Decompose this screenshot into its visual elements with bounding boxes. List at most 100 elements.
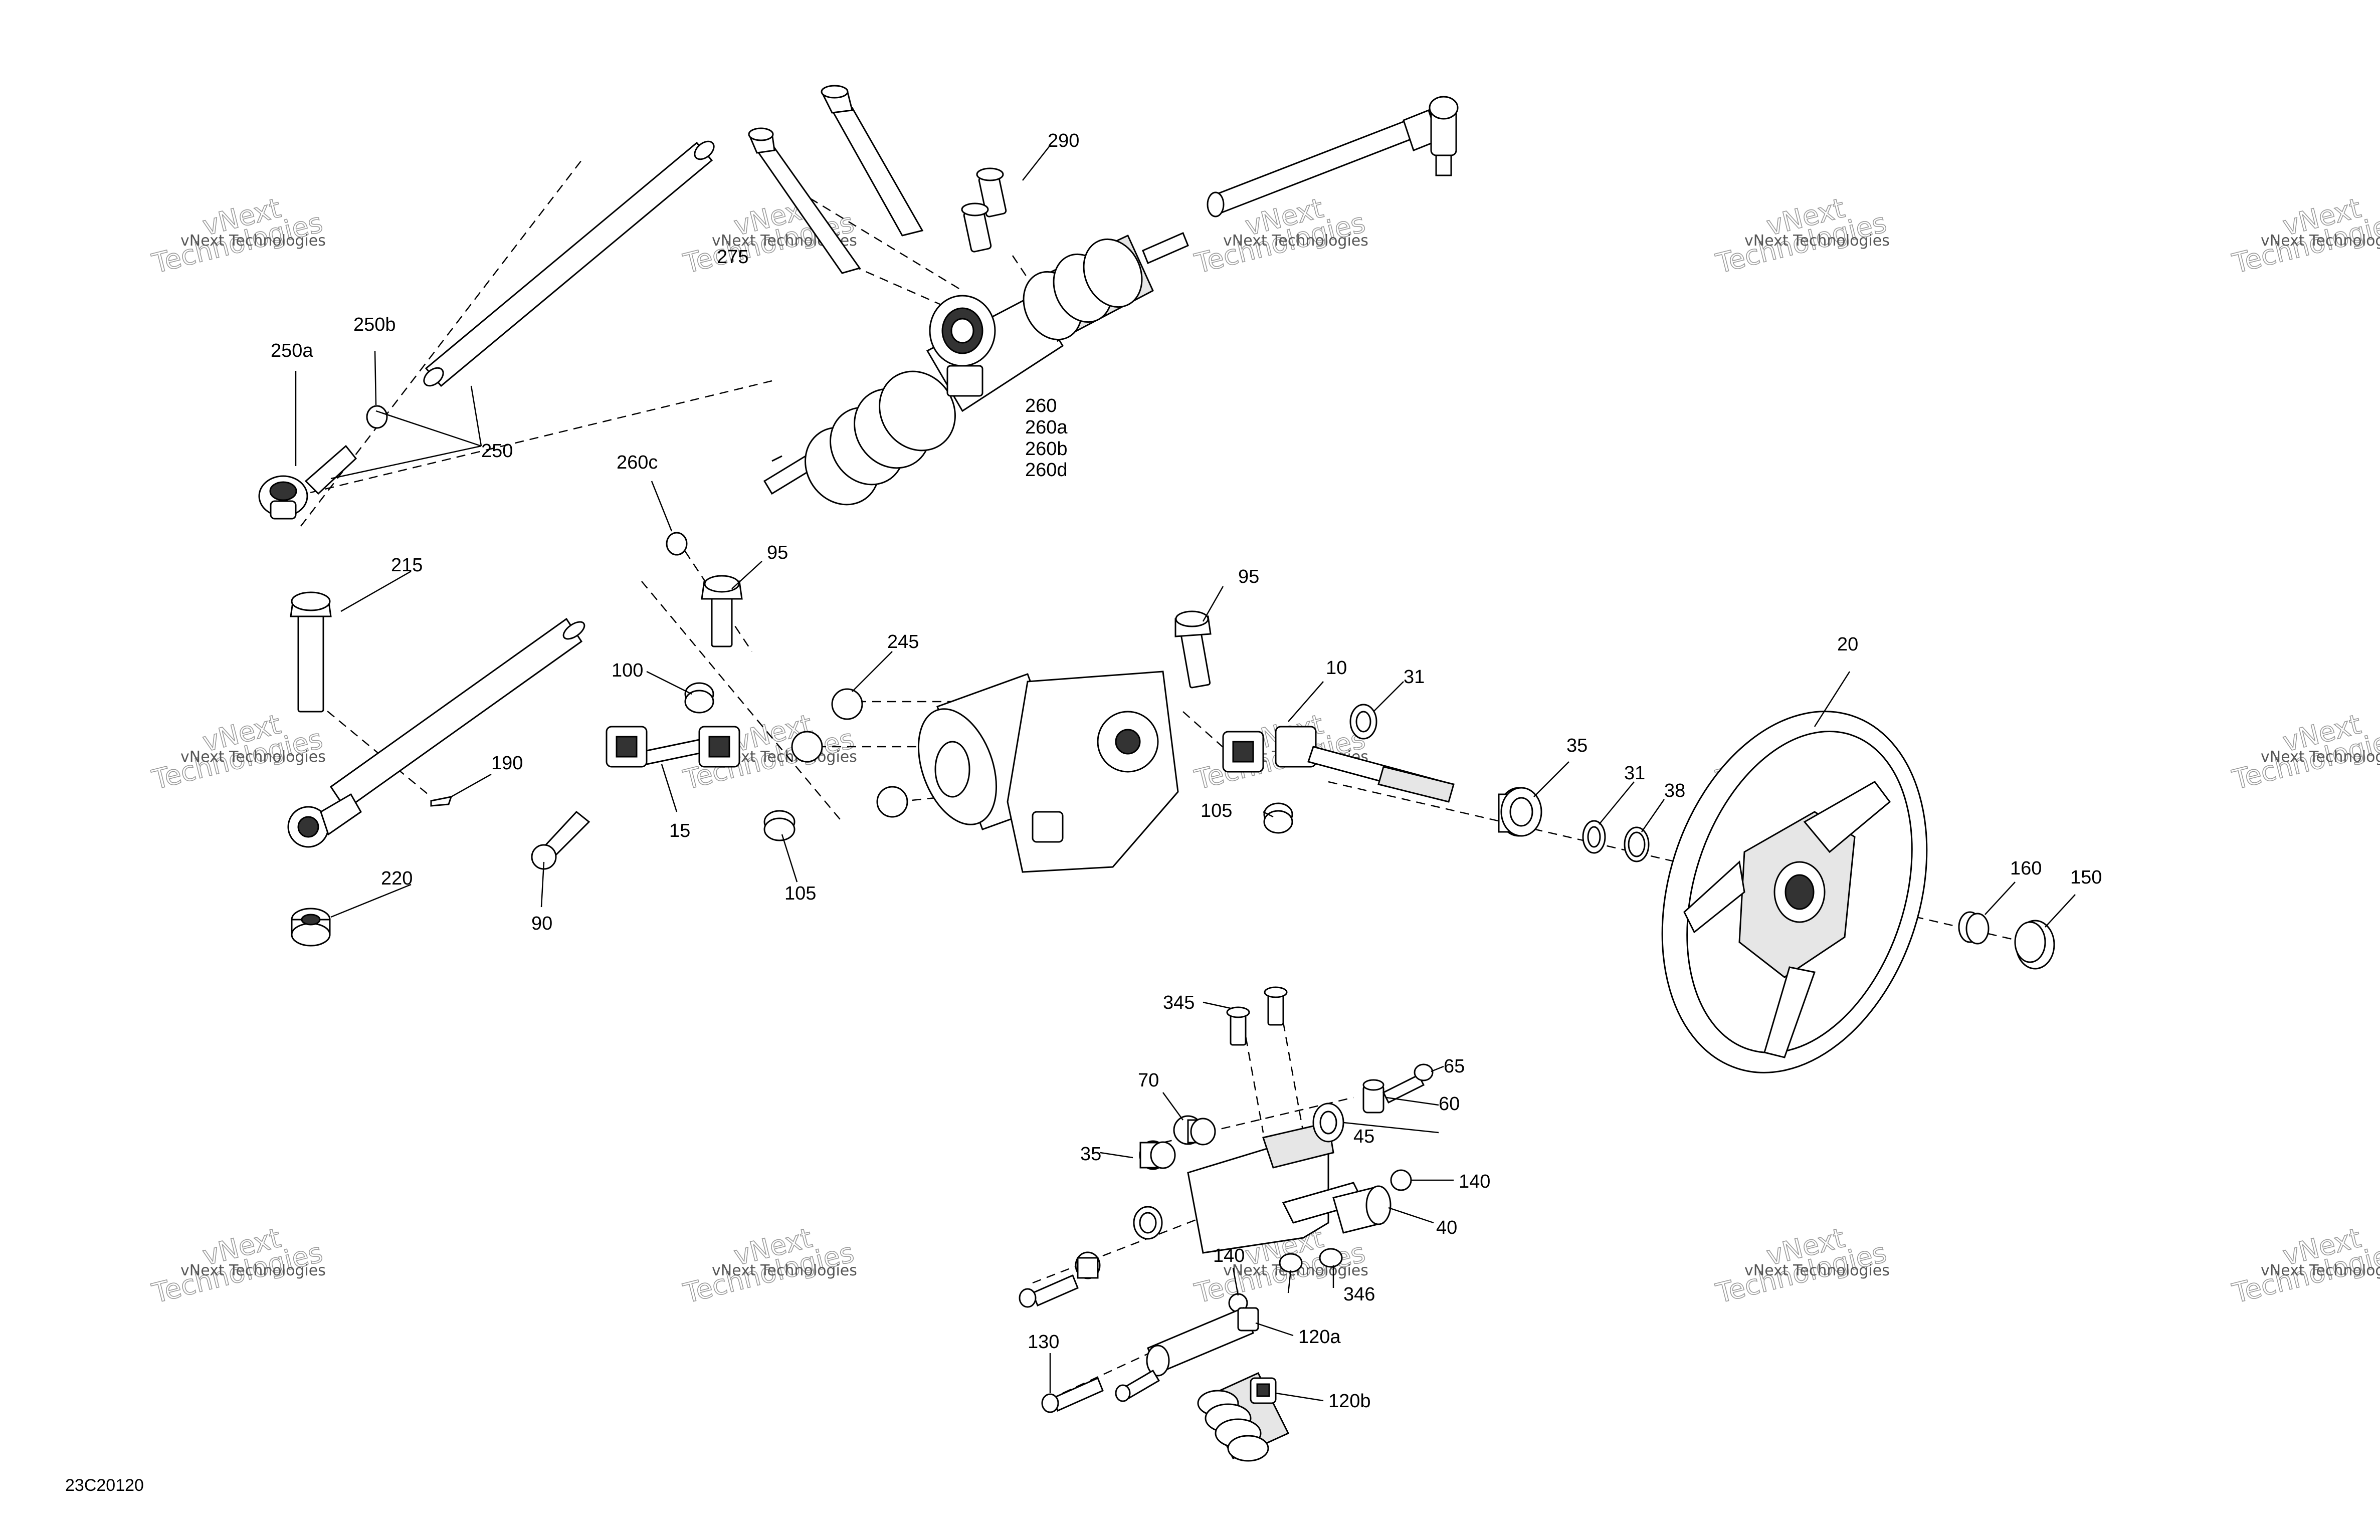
callout-130: 130 <box>1028 1332 1059 1353</box>
callout-260b: 260b <box>1025 438 1068 460</box>
bolt-65 <box>1382 1063 1434 1104</box>
bushing-70 <box>1173 1115 1216 1146</box>
lower-tube <box>329 617 585 811</box>
callout-190: 190 <box>491 753 523 774</box>
callout-345: 345 <box>1163 992 1195 1013</box>
rack-bolts-290 <box>961 167 1007 253</box>
callout-20: 20 <box>1837 634 1858 655</box>
long-bolt-215 <box>290 591 332 713</box>
watermark-text: vNext Technologies <box>712 1262 857 1279</box>
callout-250: 250 <box>481 441 513 462</box>
bearing-35-upper <box>1498 787 1542 837</box>
rack-bolt-long <box>821 85 924 237</box>
rack-boot-right <box>1023 234 1154 342</box>
callout-260c: 260c <box>617 452 658 473</box>
bushing-45 <box>1312 1103 1344 1143</box>
callout-120a: 120a <box>1298 1327 1341 1348</box>
tube-40 <box>1332 1185 1392 1234</box>
tie-rod-end-right <box>1403 96 1459 176</box>
nut-140-right <box>1390 1169 1412 1191</box>
tie-rod-tube-left <box>423 140 715 387</box>
callout-90: 90 <box>531 913 552 934</box>
lower-tube-assembly <box>287 591 585 947</box>
callout-260d: 260d <box>1025 460 1068 481</box>
callout-215: 215 <box>391 555 423 576</box>
tie-rod-end-left <box>258 445 357 520</box>
jam-nut-icon <box>366 405 388 429</box>
steering-rack-assembly <box>258 85 1459 556</box>
callout-38: 38 <box>1664 780 1685 801</box>
bolts-345 <box>1226 986 1288 1046</box>
spacer-220 <box>291 908 331 947</box>
callout-95-right: 95 <box>1238 566 1259 587</box>
callout-31-upper: 31 <box>1404 667 1425 688</box>
bolt-130 <box>1041 1377 1104 1413</box>
spacer-60 <box>1362 1079 1384 1114</box>
callout-100: 100 <box>612 660 643 681</box>
callout-15: 15 <box>669 820 690 841</box>
callout-65: 65 <box>1444 1056 1465 1077</box>
callout-260a: 260a <box>1025 417 1068 438</box>
watermark-text: vNext Technologies <box>1223 232 1368 250</box>
washer-31 <box>1582 820 1606 854</box>
boot-120b <box>1197 1372 1290 1462</box>
steering-rack <box>763 232 1189 506</box>
callout-160: 160 <box>2010 858 2042 879</box>
diagram-code: 23C20120 <box>65 1476 144 1495</box>
cap-150 <box>2014 920 2055 970</box>
bolt-90 <box>531 810 590 870</box>
bolt-95-right <box>1174 610 1212 689</box>
watermark-text: vNext Technologies <box>2261 748 2380 766</box>
watermark-text: vNext Technologies <box>180 748 326 766</box>
callout-120b: 120b <box>1328 1391 1371 1412</box>
nut-icon <box>666 532 688 556</box>
callout-250b: 250b <box>353 314 396 335</box>
rack-bolt-275 <box>748 127 861 274</box>
watermark-text: vNext Technologies <box>180 1262 326 1279</box>
callout-346: 346 <box>1343 1284 1375 1305</box>
bracket-body <box>1187 1122 1365 1254</box>
eps-motor-unit <box>791 671 1179 873</box>
callout-35-lower: 35 <box>1080 1144 1101 1165</box>
callout-140-right: 140 <box>1459 1171 1490 1192</box>
watermark-text: vNext Technologies <box>2261 1262 2380 1279</box>
gearbox-housing <box>1007 671 1179 873</box>
callout-60: 60 <box>1439 1093 1460 1115</box>
watermark-text: vNext Technologies <box>1744 232 1890 250</box>
callout-labels: 290 275 250b 250a 250 260 260a 260b 260d… <box>65 130 2102 1495</box>
callout-220: 220 <box>381 868 413 889</box>
bolt-95-left <box>701 575 743 647</box>
cotter-pin-190 <box>430 796 453 807</box>
callout-250a: 250a <box>271 340 313 361</box>
nut-160 <box>1958 911 1990 945</box>
isolators-245 <box>791 688 908 818</box>
intermediate-shaft <box>606 726 740 768</box>
bearing-35-lower <box>1139 1140 1176 1170</box>
tilt-lock-assembly <box>1041 1307 1290 1462</box>
rack-housing <box>926 295 1064 412</box>
actuator-120a <box>1146 1307 1259 1377</box>
callout-105-right: 105 <box>1201 800 1232 821</box>
callout-245: 245 <box>887 631 919 652</box>
watermark-text: vNext Technologies <box>1744 1262 1890 1279</box>
watermark-text: vNext Technologies <box>2261 232 2380 250</box>
nut-105-right <box>1263 802 1293 834</box>
callout-35-upper: 35 <box>1566 735 1588 756</box>
callout-260: 260 <box>1025 395 1057 416</box>
bolt-130-b <box>1115 1369 1160 1402</box>
bushing-31-upper <box>1349 704 1377 740</box>
nut-100 <box>684 682 714 714</box>
callout-40: 40 <box>1436 1217 1457 1238</box>
upper-steering-shaft <box>1222 726 1455 803</box>
bolt-lower-left <box>1019 1274 1079 1308</box>
callout-105-left: 105 <box>784 883 816 904</box>
